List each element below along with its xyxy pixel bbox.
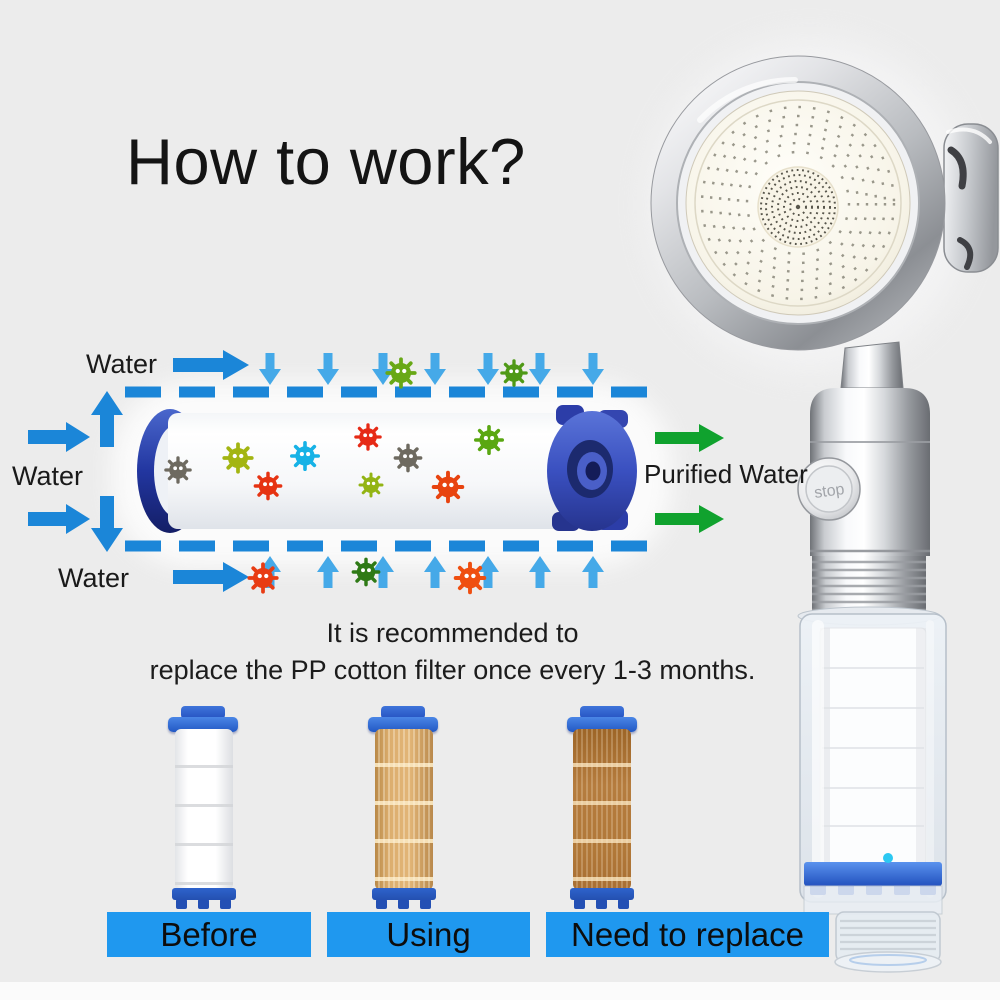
seep-down-arrow-icon — [529, 353, 551, 385]
filter-cap-knob — [381, 706, 425, 719]
germ-icon — [289, 440, 321, 472]
mount-bracket — [943, 123, 999, 273]
germ-icon — [385, 357, 417, 389]
purified-water-label: Purified Water — [644, 459, 808, 489]
center-nozzle-dots — [760, 169, 836, 245]
housing-blue-ring — [804, 862, 942, 886]
water-flow-diagram — [28, 350, 724, 595]
filter-body — [375, 729, 433, 890]
flow-down-arrow-icon — [91, 496, 123, 552]
flow-up-arrow-icon — [91, 391, 123, 447]
germ-icon — [222, 442, 254, 474]
filter-cartridge-illustration — [137, 405, 637, 533]
germ-icon — [500, 359, 528, 387]
seep-down-arrow-icon — [582, 353, 604, 385]
seep-up-arrow-icon — [372, 556, 394, 588]
seep-down-arrow-icon — [317, 353, 339, 385]
germ-icon — [431, 470, 465, 504]
germ-icon — [453, 561, 487, 595]
water-bottom-arrow-icon — [173, 562, 249, 592]
filter-housing — [797, 606, 947, 915]
threaded-collar — [812, 556, 926, 614]
filter-base-tab — [176, 899, 187, 909]
recommendation-line-1: It is recommended to — [326, 618, 579, 648]
cartridge-right-cap — [547, 405, 637, 531]
stage-label-replace: Need to replace — [546, 912, 829, 957]
seep-up-arrows — [259, 556, 604, 588]
recommendation-text: It is recommended to replace the PP cott… — [140, 615, 765, 689]
filter-base-tab — [618, 899, 629, 909]
filter-base — [570, 888, 634, 900]
page-title: How to work? — [126, 125, 526, 198]
water-label-top: Water — [86, 349, 158, 379]
filter-base-tab — [596, 899, 607, 909]
seep-up-arrow-icon — [317, 556, 339, 588]
nozzle-dot-rings — [700, 105, 896, 301]
germ-icon — [247, 562, 279, 594]
stage-label-before: Before — [107, 912, 311, 957]
shower-head-photo: stop — [650, 55, 999, 973]
seep-down-arrow-icon — [372, 353, 394, 385]
water-left-upper-arrow-icon — [28, 422, 90, 452]
stop-button: stop — [797, 457, 861, 521]
seep-down-arrow-icon — [477, 353, 499, 385]
seep-down-arrow-icon — [259, 353, 281, 385]
water-label-left: Water — [12, 461, 84, 491]
filter-base-tab — [376, 899, 387, 909]
water-drop-accent — [883, 853, 893, 863]
germ-icon — [354, 423, 382, 451]
stop-button-label: stop — [813, 481, 845, 502]
purified-lower-arrow-icon — [655, 505, 724, 533]
filter-base-tab — [220, 899, 231, 909]
filter-base-tab — [198, 899, 209, 909]
bottom-white-strip — [0, 982, 1000, 1000]
seep-up-arrow-icon — [582, 556, 604, 588]
germ-icon — [253, 471, 283, 501]
germ-icon — [351, 557, 381, 587]
filter-base-tab — [574, 899, 585, 909]
water-label-bottom: Water — [58, 563, 130, 593]
seep-down-arrow-icon — [424, 353, 446, 385]
seep-up-arrow-icon — [477, 556, 499, 588]
seep-up-arrow-icon — [529, 556, 551, 588]
germ-icon — [473, 424, 505, 456]
filter-base-tab — [398, 899, 409, 909]
seep-down-arrows — [259, 353, 604, 385]
germ-icon — [358, 472, 384, 498]
valve-body: stop — [797, 388, 930, 556]
filter-cap-disk — [168, 717, 238, 732]
filter-base — [172, 888, 236, 900]
water-left-lower-arrow-icon — [28, 504, 90, 534]
recommendation-line-2: replace the PP cotton filter once every … — [149, 655, 756, 685]
filter-cap-disk — [368, 717, 438, 732]
shower-head-face — [650, 55, 946, 351]
hose-connector — [834, 911, 942, 973]
seep-up-arrow-icon — [424, 556, 446, 588]
cartridge-body — [168, 413, 562, 529]
germ-icon — [164, 456, 192, 484]
filter-body — [573, 729, 631, 890]
filter-cap-knob — [181, 706, 225, 719]
swivel-joint — [840, 341, 904, 389]
water-top-arrow-icon — [173, 350, 249, 380]
stage-label-using: Using — [327, 912, 530, 957]
filter-cap-disk — [567, 717, 637, 732]
filter-body — [175, 729, 233, 890]
germ-icon — [393, 443, 423, 473]
filter-base-tab — [420, 899, 431, 909]
purified-upper-arrow-icon — [655, 424, 724, 452]
filter-cap-knob — [580, 706, 624, 719]
filter-base — [372, 888, 436, 900]
